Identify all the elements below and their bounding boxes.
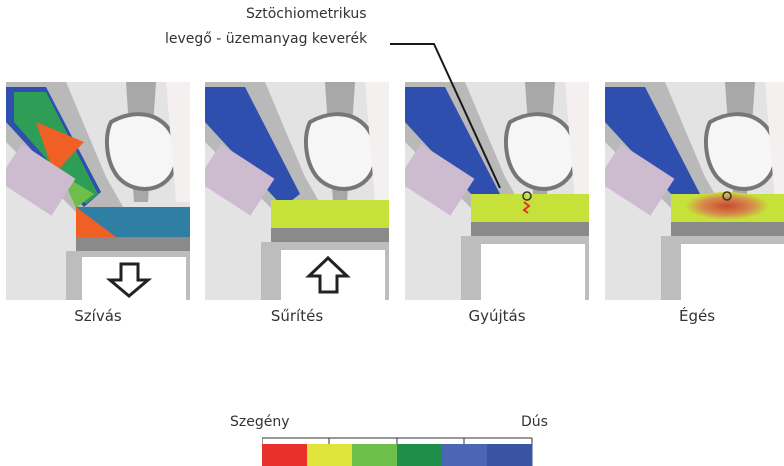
scale-swatch [352,444,398,466]
mixture-color-scale [262,436,534,466]
scale-left-label: Szegény [230,414,290,430]
scale-swatch [262,444,308,466]
scale-right-label: Dús [521,414,548,430]
scale-swatch [487,444,533,466]
scale-swatch [397,444,443,466]
scale-swatch [442,444,488,466]
scale-swatch [307,444,353,466]
